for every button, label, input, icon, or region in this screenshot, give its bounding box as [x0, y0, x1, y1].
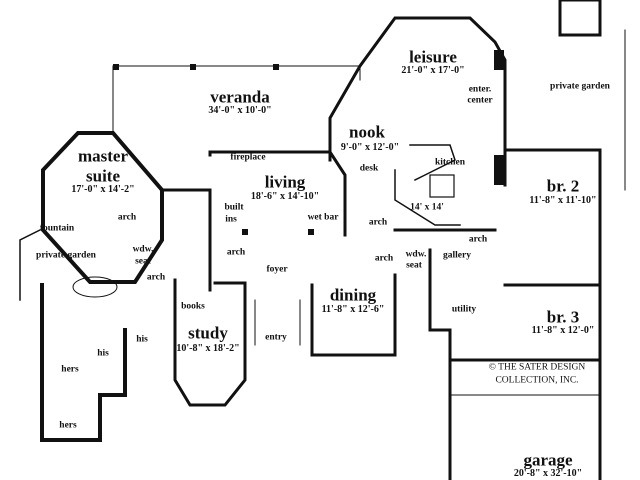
label-his: his — [97, 348, 109, 359]
label-books: books — [181, 301, 205, 312]
room-name-master-1: master — [77, 146, 129, 166]
left-wing-walls — [160, 188, 212, 292]
bathtub — [72, 276, 118, 298]
label-enter: enter. — [468, 84, 492, 95]
column — [113, 64, 119, 70]
room-name-br3: br. 3 — [546, 307, 580, 327]
label-desk: desk — [359, 163, 379, 174]
room-name-study: study — [188, 323, 228, 343]
label-fireplace: fireplace — [230, 152, 266, 163]
kitchen-counter — [394, 169, 461, 226]
room-dims-dining: 11'-8" x 12'-6" — [321, 304, 385, 315]
dining-walls — [310, 273, 397, 357]
room-name-dining: dining — [329, 285, 377, 305]
room-name-garage: garage — [523, 450, 573, 470]
master-suite-walls — [41, 131, 164, 284]
study-walls — [173, 278, 247, 407]
room-dims-garage: 20'-8" x 32'-10" — [513, 468, 583, 479]
room-name-leisure: leisure — [409, 47, 457, 67]
label-hers: hers — [59, 420, 77, 431]
copyright-line-1: © THE SATER DESIGN — [488, 362, 586, 373]
br2-walls — [448, 148, 602, 362]
cooktop — [429, 174, 455, 198]
room-name-br2: br. 2 — [546, 176, 580, 196]
label-arch: arch — [468, 234, 488, 245]
column — [273, 64, 279, 70]
room-dims-study: 10'-8" x 18'-2" — [176, 343, 240, 354]
room-dims-br3: 11'-8" x 12'-0" — [531, 325, 595, 336]
room-dims-br2: 11'-8" x 11'-10" — [529, 195, 597, 206]
pier — [494, 50, 504, 70]
bath-walls — [40, 283, 127, 442]
room-dims-master: 17'-0" x 14'-2" — [71, 184, 135, 195]
garden-wall — [19, 228, 42, 301]
room-dims-nook: 9'-0" x 12'-0" — [340, 142, 400, 153]
label-wdw: wdw. — [132, 244, 154, 255]
label-his: his — [136, 334, 148, 345]
veranda-outline — [112, 65, 361, 81]
top-closet — [558, 0, 602, 37]
label-arch: arch — [146, 272, 166, 283]
label-built: built — [224, 202, 244, 213]
label-seat: seat — [135, 256, 151, 267]
room-dims-living: 18'-6" x 14'-10" — [250, 191, 320, 202]
living-top-wall — [208, 150, 347, 237]
kitchen-island — [409, 144, 456, 182]
label-arch: arch — [374, 253, 394, 264]
column — [242, 229, 248, 235]
label-wet-bar: wet bar — [307, 212, 339, 223]
room-name-living: living — [264, 172, 306, 192]
label-fountain: fountain — [39, 223, 75, 234]
pier — [494, 155, 504, 185]
room-dims-leisure: 21'-0" x 17'-0" — [401, 65, 465, 76]
label-kitchen: kitchen — [434, 157, 466, 168]
label-foyer: foyer — [266, 264, 288, 275]
label-arch: arch — [226, 247, 246, 258]
label-hers: hers — [61, 364, 79, 375]
label-wdw: wdw. — [405, 249, 427, 260]
room-name-veranda: veranda — [210, 87, 270, 107]
copyright-line-2: COLLECTION, INC. — [495, 375, 579, 386]
label-private-garden-right: private garden — [550, 81, 610, 92]
label-seat: seat — [406, 260, 422, 271]
label-arch: arch — [368, 217, 388, 228]
label-kitchen-dims: 14' x 14' — [410, 202, 444, 213]
label-private-garden-left: private garden — [36, 250, 96, 261]
column — [190, 64, 196, 70]
column — [308, 229, 314, 235]
room-name-nook: nook — [349, 122, 385, 142]
label-arch: arch — [117, 212, 137, 223]
room-dims-veranda: 34'-0" x 10'-0" — [208, 105, 272, 116]
utility-walls — [428, 248, 452, 480]
label-entry: entry — [265, 332, 287, 343]
room-name-master-2: suite — [86, 166, 120, 186]
label-ins: ins — [225, 214, 237, 225]
label-utility: utility — [451, 304, 477, 315]
label-center: center — [467, 95, 493, 106]
label-gallery: gallery — [443, 250, 471, 261]
